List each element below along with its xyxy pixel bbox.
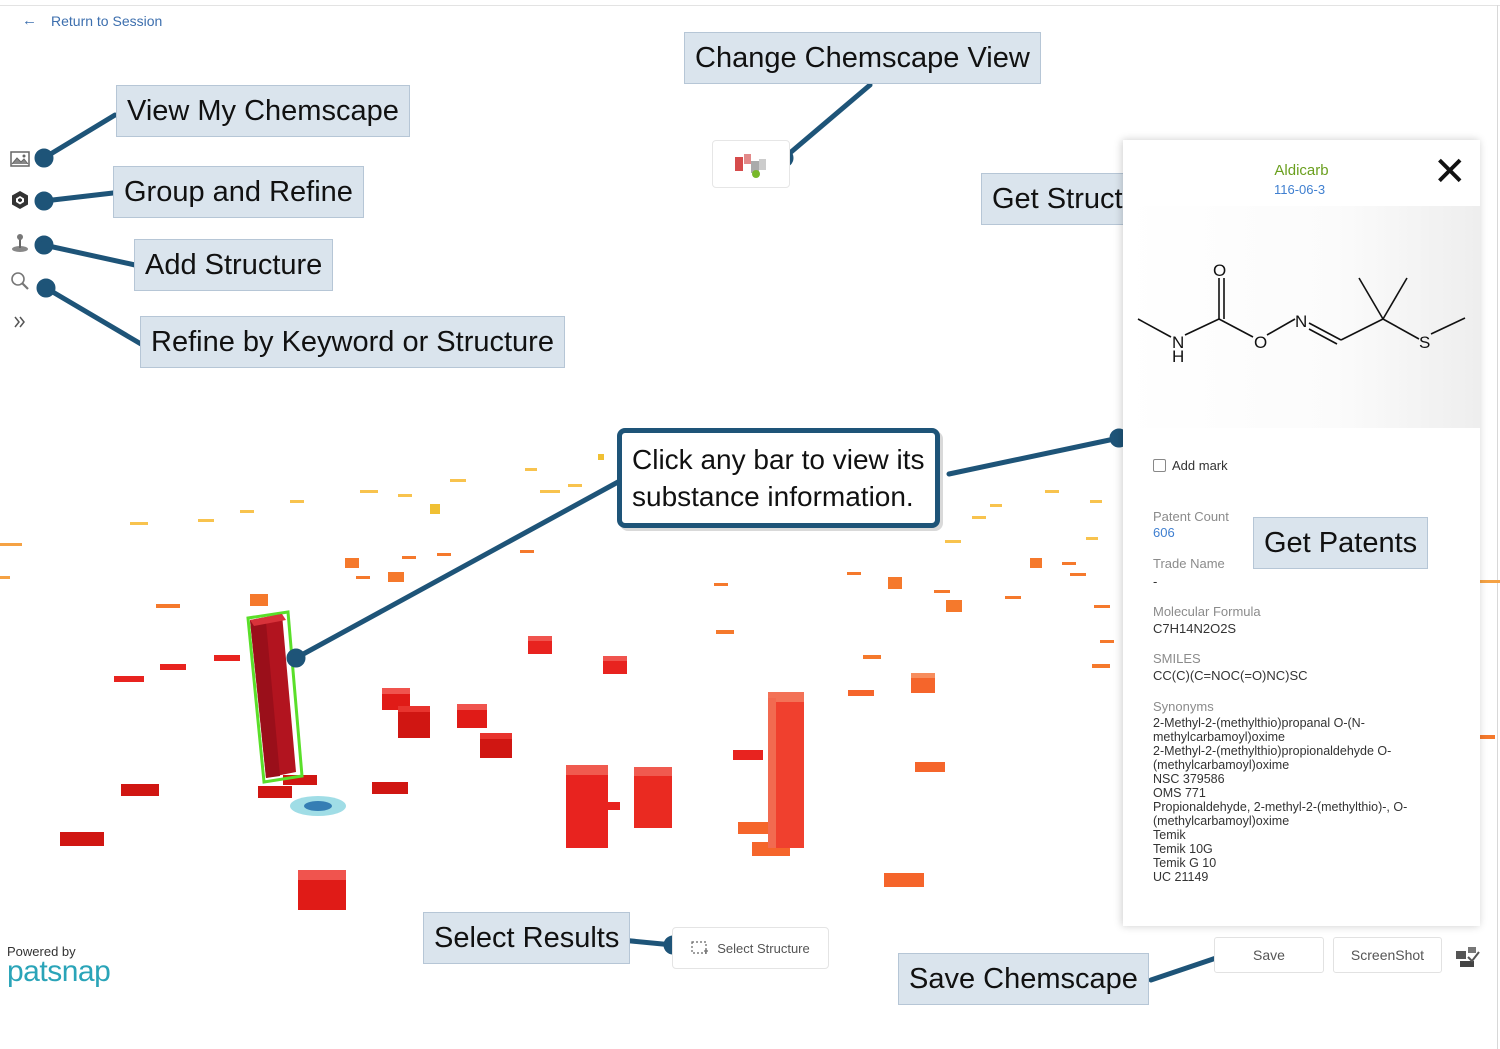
right-border	[1497, 5, 1498, 1049]
list-item: Temik	[1153, 828, 1186, 842]
pin-icon[interactable]	[8, 231, 32, 255]
list-item: Temik 10G	[1153, 842, 1213, 856]
callout-add-structure: Add Structure	[134, 239, 334, 291]
add-mark-checkbox[interactable]: Add mark	[1153, 458, 1228, 473]
powered-by-label: Powered by	[7, 944, 76, 959]
structure-image[interactable]: O N H O N S	[1123, 206, 1480, 428]
callout-click-bar-line2: substance information.	[632, 481, 914, 512]
callout-select-results: Select Results	[423, 912, 631, 964]
list-item: 2-Methyl-2-(methylthio)propionaldehyde O…	[1153, 744, 1392, 772]
select-structure-label: Select Structure	[717, 940, 810, 956]
trade-name-label: Trade Name	[1153, 556, 1225, 571]
callout-save-chemscape: Save Chemscape	[898, 953, 1149, 1005]
callout-view-my-chemscape: View My Chemscape	[116, 85, 410, 137]
select-rect-icon	[691, 941, 709, 954]
add-mark-label: Add mark	[1172, 458, 1228, 473]
smiles-label: SMILES	[1153, 651, 1201, 666]
search-icon[interactable]	[8, 269, 32, 293]
callout-click-bar: Click any bar to view its substance info…	[617, 428, 940, 528]
select-structure-button[interactable]: Select Structure	[672, 927, 829, 969]
patent-count-label: Patent Count	[1153, 509, 1229, 524]
list-item: UC 21149	[1153, 870, 1209, 884]
trade-name-value: -	[1153, 574, 1158, 589]
double-chevron-right-icon[interactable]	[8, 310, 32, 334]
list-item: NSC 379586	[1153, 772, 1225, 786]
cas-number-link[interactable]: 116-06-3	[1274, 182, 1326, 197]
cubes-near	[60, 636, 945, 910]
tiles-mid	[156, 550, 1495, 739]
list-item: 2-Methyl-2-(methylthio)propanal O-(N-met…	[1153, 716, 1365, 744]
selected-bar[interactable]	[246, 610, 346, 816]
smiles-value: CC(C)(C=NOC(=O)NC)SC	[1153, 668, 1308, 683]
return-to-session-link[interactable]: ← Return to Session	[22, 12, 162, 29]
tall-bars	[566, 692, 804, 848]
callout-refine-by-keyword: Refine by Keyword or Structure	[140, 316, 565, 368]
atom-n-left: N	[1172, 333, 1184, 352]
patsnap-logo: patsnap	[7, 955, 111, 988]
tiles-far	[0, 454, 1500, 583]
image-icon[interactable]	[8, 147, 32, 171]
atom-h: H	[1172, 347, 1184, 366]
save-button[interactable]: Save	[1214, 937, 1324, 973]
callout-group-and-refine: Group and Refine	[113, 166, 364, 218]
bars-view-icon	[735, 154, 766, 178]
formula-label: Molecular Formula	[1153, 604, 1261, 619]
layers-icon[interactable]	[1452, 941, 1482, 971]
arrow-left-icon: ←	[22, 12, 37, 29]
atom-n-right: N	[1295, 312, 1307, 331]
return-to-session-label: Return to Session	[51, 12, 163, 29]
patent-count-link[interactable]: 606	[1153, 525, 1175, 540]
formula-value: C7H14N2O2S	[1153, 621, 1237, 636]
callout-click-bar-line1: Click any bar to view its	[632, 444, 925, 475]
substance-name: Aldicarb	[1274, 162, 1329, 179]
atom-o-top: O	[1213, 261, 1226, 280]
checkbox[interactable]	[1153, 459, 1166, 472]
list-item: Propionaldehyde, 2-methyl-2-(methylthio)…	[1153, 800, 1408, 828]
close-icon[interactable]: ✕	[1433, 150, 1467, 194]
top-border	[0, 5, 1500, 6]
synonyms-list: 2-Methyl-2-(methylthio)propanal O-(N-met…	[1153, 716, 1453, 884]
callout-get-patents: Get Patents	[1253, 517, 1429, 569]
change-view-button[interactable]	[712, 140, 790, 188]
atom-o-mid: O	[1254, 333, 1267, 352]
screenshot-button[interactable]: ScreenShot	[1333, 937, 1442, 973]
cube-icon[interactable]	[8, 188, 32, 212]
list-item: OMS 771	[1153, 786, 1206, 800]
list-item: Temik G 10	[1153, 856, 1217, 870]
atom-s: S	[1419, 333, 1430, 352]
synonyms-label: Synonyms	[1153, 699, 1214, 714]
callout-change-view: Change Chemscape View	[684, 32, 1041, 84]
